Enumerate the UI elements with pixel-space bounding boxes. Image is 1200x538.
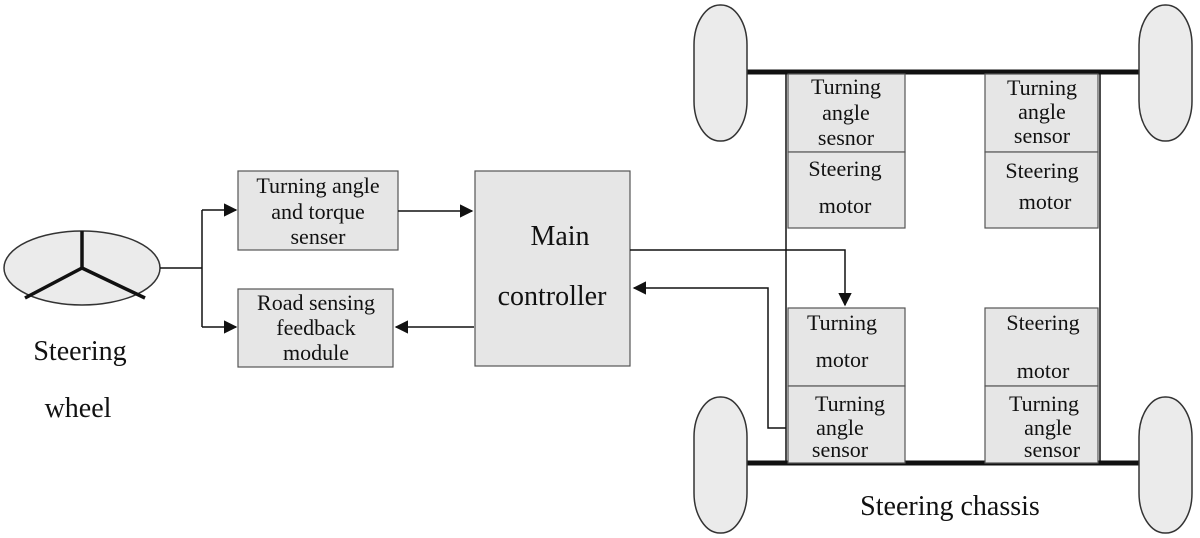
- arrow-sensor-to-controller-feedback: [632, 281, 786, 429]
- rear-right-angle-sensor-text: angle: [1024, 415, 1072, 440]
- steering-wheel-label-line2: wheel: [45, 393, 112, 424]
- steering-chassis-label: Steering chassis: [860, 491, 1040, 522]
- steering-wheel-label-line1: Steering: [33, 336, 126, 367]
- front-right-angle-sensor-text: sensor: [1014, 123, 1071, 148]
- torque-sensor-line3: senser: [291, 224, 347, 249]
- rear-left-turning-motor-text: motor: [816, 347, 869, 372]
- rear-right-angle-sensor-text: Turning: [1009, 391, 1079, 416]
- front-right-steering-motor: Steering motor: [984, 151, 1099, 229]
- rear-right-steering-motor: Steering motor: [984, 307, 1099, 387]
- road-feedback-box: Road sensing feedback module: [237, 288, 394, 368]
- steering-wheel-spoke-left: [24, 266, 83, 300]
- front-right-angle-sensor-text: Turning: [1007, 75, 1077, 100]
- wheel-front-left: [693, 4, 748, 142]
- torque-sensor-line2: and torque: [271, 199, 364, 224]
- torque-sensor-box: Turning angle and torque senser: [237, 170, 399, 251]
- rear-right-angle-sensor: Turning angle sensor: [984, 385, 1099, 464]
- front-right-angle-sensor: Turning angle sensor: [984, 73, 1099, 153]
- wheel-rear-right: [1138, 396, 1193, 534]
- rear-right-steering-motor-text: motor: [1017, 358, 1070, 383]
- main-controller-box: Main controller: [474, 170, 631, 367]
- wheel-connectors: [160, 203, 238, 334]
- wheel-rear-left: [693, 396, 748, 534]
- front-left-angle-sensor-text: angle: [822, 100, 870, 125]
- steering-wheel: [3, 230, 161, 306]
- front-right-steering-motor-text: Steering: [1005, 158, 1078, 183]
- rear-left-angle-sensor: Turning angle sensor: [787, 385, 906, 464]
- road-feedback-line2: feedback: [276, 315, 355, 340]
- front-left-angle-sensor-text: sesnor: [818, 125, 875, 150]
- rear-left-angle-sensor-text: Turning: [815, 391, 885, 416]
- rear-left-turning-motor-text: Turning: [807, 310, 877, 335]
- rear-right-angle-sensor-text: sensor: [1024, 437, 1081, 462]
- chassis-wheels: [693, 4, 1193, 534]
- front-left-angle-sensor: Turning angle sesnor: [787, 73, 906, 153]
- front-left-steering-motor-text: motor: [819, 193, 872, 218]
- front-left-steering-motor: Steering motor: [787, 151, 906, 229]
- road-feedback-line1: Road sensing: [257, 290, 375, 315]
- rear-left-turning-motor: Turning motor: [787, 307, 906, 387]
- rear-left-angle-sensor-text: angle: [816, 415, 864, 440]
- main-controller-line2: controller: [498, 281, 608, 312]
- front-right-angle-sensor-text: angle: [1018, 99, 1066, 124]
- main-controller-line1: Main: [530, 221, 589, 252]
- front-left-angle-sensor-text: Turning: [811, 74, 881, 99]
- steering-wheel-spoke-right: [81, 266, 146, 300]
- front-left-steering-motor-text: Steering: [808, 156, 881, 181]
- rear-right-steering-motor-text: Steering: [1006, 310, 1079, 335]
- rear-left-angle-sensor-text: sensor: [812, 437, 869, 462]
- road-feedback-line3: module: [283, 340, 349, 365]
- front-right-steering-motor-text: motor: [1019, 189, 1072, 214]
- wheel-front-right: [1138, 4, 1193, 142]
- torque-sensor-line1: Turning angle: [256, 173, 379, 198]
- arrow-controller-to-turning-motor: [630, 249, 852, 307]
